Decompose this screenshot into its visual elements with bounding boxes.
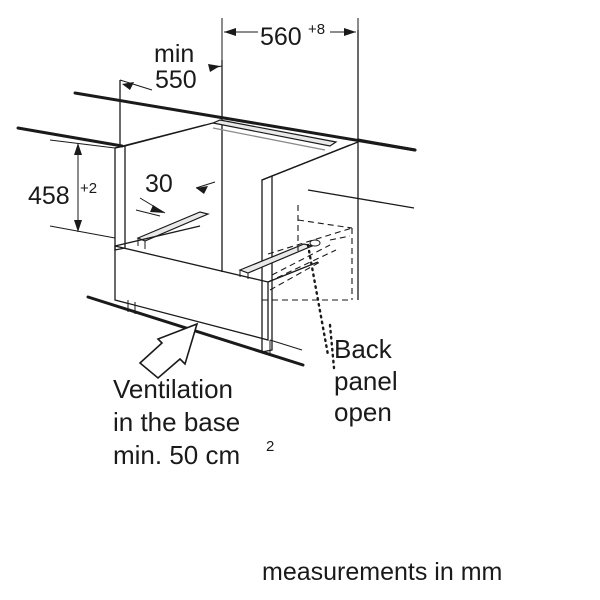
hidden-lines xyxy=(262,205,353,301)
top-rail xyxy=(210,119,338,151)
ventilation-label-line3: min. 50 cm xyxy=(113,440,240,470)
height-value: 458 xyxy=(28,182,70,210)
units-note: measurements in mm xyxy=(262,558,502,586)
height-tolerance: +2 xyxy=(80,180,97,197)
ventilation-label-line1: Ventilation xyxy=(113,374,233,404)
cabinet-right-panel xyxy=(261,141,359,353)
dimension-depth xyxy=(119,64,223,91)
niche-frame xyxy=(119,30,415,300)
dimension-offset xyxy=(135,181,216,217)
width-value: 560 xyxy=(260,23,302,51)
dimension-width xyxy=(221,18,359,60)
drawer-body xyxy=(114,225,319,354)
depth-value: 550 xyxy=(155,66,197,94)
back-panel-leader xyxy=(306,243,336,370)
back-panel-label-line1: Back xyxy=(334,334,393,364)
back-panel-label-line3: open xyxy=(334,397,392,427)
dimension-height xyxy=(49,139,116,239)
runner-rails xyxy=(136,211,314,279)
back-panel-label-line2: panel xyxy=(334,366,398,396)
ventilation-label-superscript: 2 xyxy=(266,438,274,455)
offset-value: 30 xyxy=(145,170,173,198)
airflow-arrow-icon xyxy=(138,322,199,380)
depth-min-label: min xyxy=(154,40,194,68)
ventilation-label-line2: in the base xyxy=(113,407,240,437)
width-tolerance: +8 xyxy=(308,21,325,38)
